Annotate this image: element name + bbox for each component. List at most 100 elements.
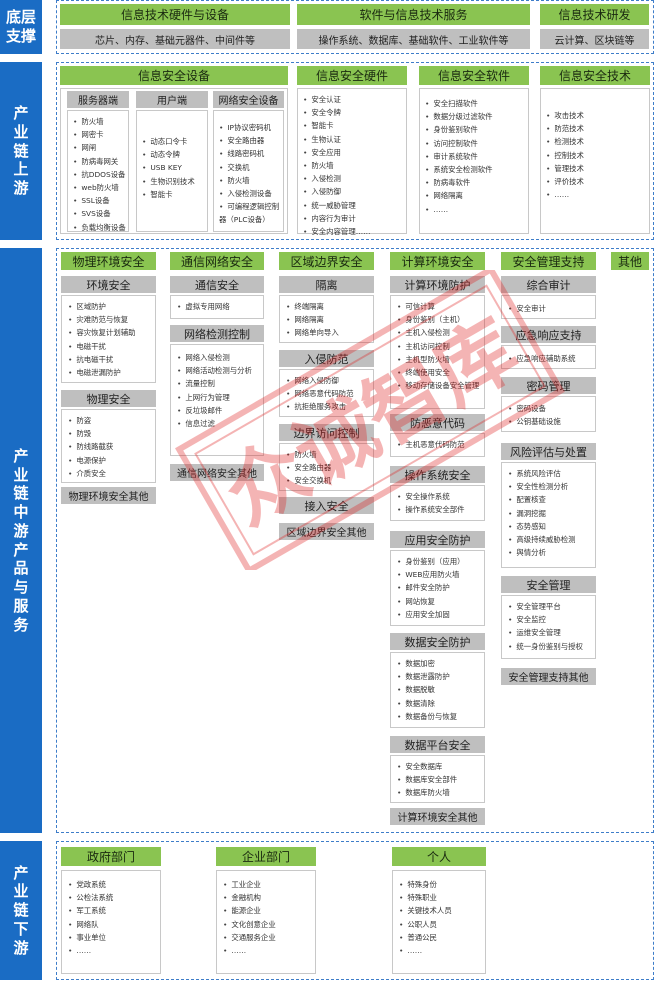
- compute-other: 计算环境安全其他: [390, 808, 485, 825]
- compute-title: 计算环境安全: [390, 252, 485, 270]
- data-security-list: 数据加密 数据泄露防护 数据脱敏 数据清除 数据备份与恢复: [390, 652, 485, 728]
- net-monitor-item: 反垃圾邮件: [177, 404, 261, 417]
- compute-protect-item: 身份鉴别（主机）: [397, 313, 482, 326]
- intrusion-list: 网络入侵防御 网络恶意代码防范 抗拒绝服务攻击: [279, 369, 374, 417]
- upstream-label: 产 业 链 上 游: [0, 62, 42, 240]
- compute-protect-item: 终端使用安全: [397, 366, 482, 379]
- os-security-item: 安全操作系统: [397, 490, 484, 503]
- boundary-access-item: 安全路由器: [286, 461, 373, 474]
- network-device-item: 防火墙: [219, 174, 281, 187]
- downstream-band: [56, 841, 654, 980]
- comm-security-list: 虚拟专用网络: [170, 295, 264, 319]
- sec-mgmt-item: 安全监控: [508, 613, 595, 626]
- government-item: 军工系统: [68, 904, 160, 917]
- net-monitor-list: 网络入侵检测 网络活动检测与分析 流量控制 上网行为管理 反垃圾邮件 信息过滤: [170, 344, 264, 456]
- network-device-item: 交换机: [219, 161, 281, 174]
- server-item: 网闸: [73, 141, 128, 154]
- compute-protect-item: 移动存储设备安全管理: [397, 379, 482, 392]
- foundation-band: [56, 0, 654, 54]
- audit-item: 安全审计: [508, 302, 595, 315]
- data-security-item: 数据清除: [397, 697, 484, 710]
- physical-security-item: 防线路截获: [68, 440, 155, 453]
- foundation-software-sub: 操作系统、数据库、基础软件、工业软件等: [297, 29, 530, 49]
- emergency-title: 应急响应支持: [501, 326, 596, 343]
- data-platform-list: 安全数据库 数据库安全部件 数据库防火墙: [390, 755, 485, 803]
- boundary-other: 区域边界安全其他: [279, 523, 374, 540]
- individual-item: 普通公民: [399, 931, 485, 944]
- risk-item: 漏洞挖掘: [508, 507, 595, 520]
- compute-protect-title: 计算环境防护: [390, 276, 485, 293]
- os-security-item: 操作系统安全部件: [397, 503, 484, 516]
- foundation-label: 底层 支撑: [0, 0, 42, 54]
- net-monitor-title: 网络检测控制: [170, 325, 264, 342]
- intrusion-title: 入侵防范: [279, 350, 374, 367]
- foundation-rd-sub: 云计算、区块链等: [540, 29, 649, 49]
- physical-security-item: 介质安全: [68, 467, 155, 480]
- software-list: 安全扫描软件 数据分级过滤软件 身份鉴别软件 访问控制软件 审计系统软件 系统安…: [419, 88, 529, 234]
- isolation-title: 隔离: [279, 276, 374, 293]
- boundary-access-item: 安全交换机: [286, 474, 373, 487]
- app-security-item: 应用安全加固: [397, 608, 484, 621]
- net-monitor-item: 上网行为管理: [177, 391, 261, 404]
- client-title: 用户端: [136, 91, 208, 108]
- physical-security-item: 电源保护: [68, 454, 155, 467]
- software-item: 数据分级过滤软件: [425, 110, 528, 123]
- hardware-item: 智能卡: [303, 119, 406, 132]
- crypto-item: 密码设备: [508, 402, 595, 415]
- tech-item: 攻击技术: [546, 109, 649, 122]
- software-title: 信息安全软件: [419, 66, 529, 85]
- client-item: 智能卡: [142, 188, 207, 201]
- individual-item: 关键技术人员: [399, 904, 485, 917]
- foundation-hardware-title: 信息技术硬件与设备: [60, 4, 290, 25]
- compute-protect-item: 主机入侵检测: [397, 326, 482, 339]
- hardware-item: 安全认证: [303, 93, 406, 106]
- os-security-title: 操作系统安全: [390, 466, 485, 483]
- tech-item: 检测技术: [546, 135, 649, 148]
- tech-item: 控制技术: [546, 149, 649, 162]
- env-security-title: 环境安全: [61, 276, 156, 293]
- government-title: 政府部门: [61, 847, 161, 866]
- net-monitor-item: 网络活动检测与分析: [177, 364, 261, 377]
- isolation-item: 网络隔离: [286, 313, 373, 326]
- physical-security-item: 防盗: [68, 414, 155, 427]
- server-title: 服务器端: [67, 91, 129, 108]
- data-platform-item: 数据库防火墙: [397, 786, 484, 799]
- enterprise-title: 企业部门: [216, 847, 316, 866]
- sec-mgmt-title: 安全管理: [501, 576, 596, 593]
- hardware-item: 安全令牌: [303, 106, 406, 119]
- downstream-label: 产 业 链 下 游: [0, 841, 42, 980]
- comm-network-title: 通信网络安全: [170, 252, 264, 270]
- enterprise-list: 工业企业 金融机构 能源企业 文化创意企业 交通服务企业 ……: [216, 870, 316, 974]
- risk-item: 态势感知: [508, 520, 595, 533]
- env-security-item: 容灾恢复计划辅助: [68, 326, 155, 339]
- env-security-item: 区域防护: [68, 300, 155, 313]
- crypto-list: 密码设备 公钥基础设施: [501, 396, 596, 432]
- env-security-list: 区域防护 灾难防范与恢复 容灾恢复计划辅助 电磁干扰 抗电磁干扰 电磁泄漏防护: [61, 295, 156, 383]
- intrusion-item: 网络恶意代码防范: [286, 387, 373, 400]
- app-security-title: 应用安全防护: [390, 531, 485, 548]
- hardware-title: 信息安全硬件: [297, 66, 407, 85]
- emergency-item: 应急响应辅助系统: [508, 352, 595, 365]
- anti-malware-list: 主机恶意代码防范: [390, 433, 485, 457]
- data-platform-title: 数据平台安全: [390, 736, 485, 753]
- env-security-item: 电磁泄漏防护: [68, 366, 155, 379]
- compute-protect-list: 可信计算 身份鉴别（主机） 主机入侵检测 主机访问控制 主机型防火墙 终端使用安…: [390, 295, 485, 409]
- foundation-software-title: 软件与信息技术服务: [297, 4, 530, 25]
- tech-item: 评价技术: [546, 175, 649, 188]
- comm-security-title: 通信安全: [170, 276, 264, 293]
- individual-item: 公职人员: [399, 918, 485, 931]
- isolation-list: 终端隔离 网络隔离 网络单向导入: [279, 295, 374, 343]
- comm-security-item: 虚拟专用网络: [177, 300, 263, 313]
- enterprise-item: 文化创意企业: [223, 918, 315, 931]
- hardware-item: 安全内容管理……: [303, 225, 406, 238]
- physical-title: 物理环境安全: [61, 252, 156, 270]
- server-item: 网密卡: [73, 128, 128, 141]
- software-item: ……: [425, 203, 528, 216]
- server-list: 防火墙 网密卡 网闸 防病毒网关 抗DDOS设备 web防火墙 SSL设备 SV…: [67, 110, 129, 232]
- boundary-title: 区域边界安全: [279, 252, 374, 270]
- government-list: 党政系统 公检法系统 军工系统 网络队 事业单位 ……: [61, 870, 161, 974]
- server-item: 抗DDOS设备: [73, 168, 128, 181]
- mgmt-other: 安全管理支持其他: [501, 668, 596, 685]
- foundation-rd-title: 信息技术研发: [540, 4, 649, 25]
- net-monitor-item: 信息过滤: [177, 417, 261, 430]
